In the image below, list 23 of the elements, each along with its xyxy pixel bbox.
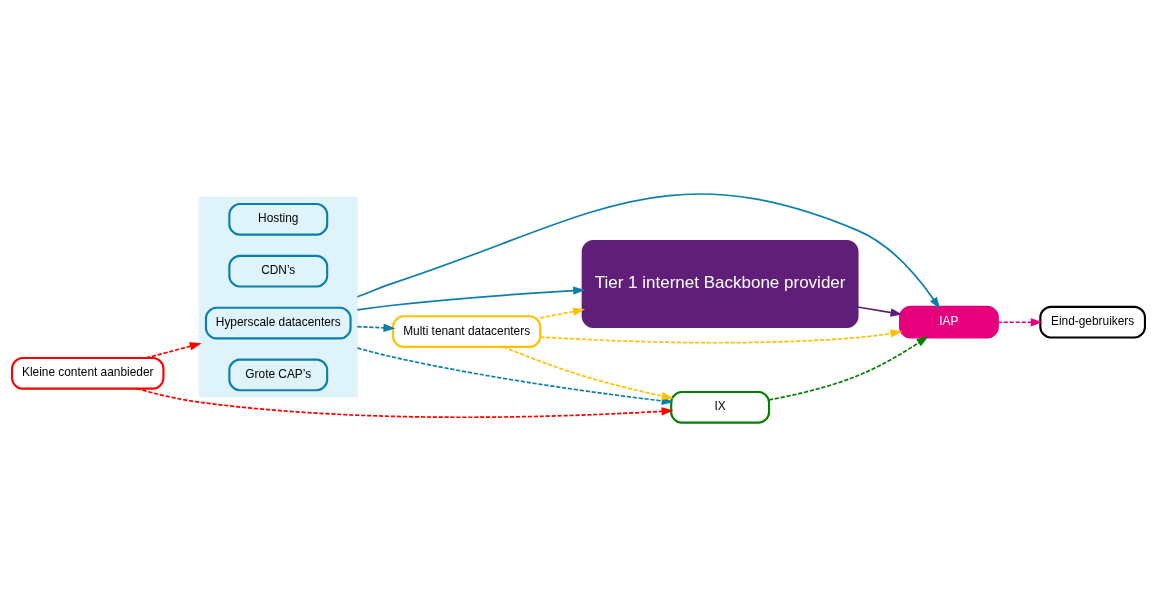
node-box: IAP — [898, 305, 999, 339]
node-box: Hosting — [228, 202, 329, 236]
node-box: Multi tenant datacenters — [392, 314, 542, 348]
arrow — [502, 345, 674, 400]
arrow — [356, 192, 941, 309]
arrow — [356, 286, 586, 311]
node-box: Tier 1 internet Backbone provider — [581, 239, 859, 328]
node-box: Eind-gebruikers — [1039, 305, 1147, 339]
arrow — [768, 335, 929, 401]
arrow — [856, 305, 903, 317]
node-box: IX — [670, 390, 771, 424]
arrow — [997, 317, 1043, 326]
node-box: CDN’s — [228, 254, 329, 288]
arrow — [356, 346, 674, 405]
arrow — [539, 328, 903, 344]
node-box: Kleine content aanbieder — [10, 356, 165, 390]
node-box: Grote CAP’s — [228, 358, 329, 391]
arrow — [145, 341, 202, 359]
arrow — [135, 387, 674, 418]
arrow — [356, 323, 396, 332]
arrow — [539, 306, 586, 319]
node-box: Hyperscale datacenters — [204, 306, 352, 339]
cluster — [198, 196, 358, 397]
